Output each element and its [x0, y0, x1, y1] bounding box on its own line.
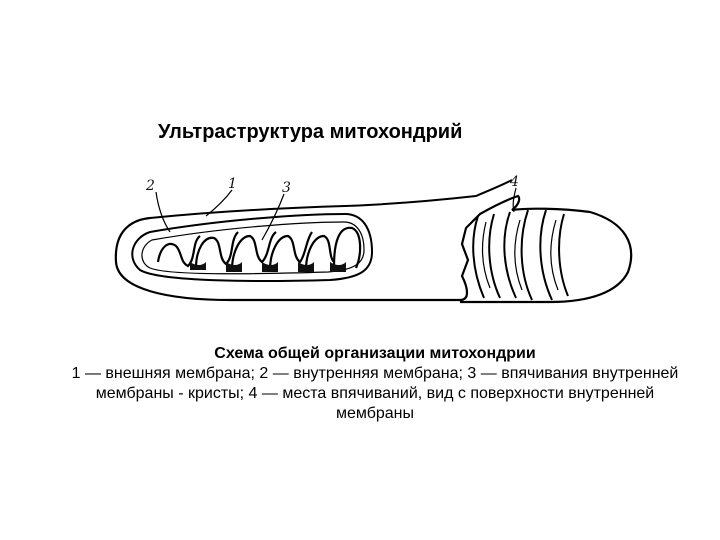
leader-lines: [155, 187, 517, 241]
caption-line-2: мембраны - кристы; 4 — места впячиваний,…: [95, 385, 655, 402]
label-4: 4: [509, 174, 519, 190]
label-1: 1: [228, 176, 237, 192]
label-3: 3: [282, 180, 291, 196]
caption-line-3: мембраны: [335, 405, 414, 422]
slide-title: Ультраструктура митохондрий: [158, 121, 463, 143]
caption-line-1: 1 — внешняя мембрана; 2 — внутренняя мем…: [71, 365, 679, 382]
inner-membrane: [131, 212, 374, 282]
outer-membrane-top: [149, 179, 513, 219]
caption-title: Схема общей организации митохондрии: [214, 345, 536, 362]
crista-junctions: [472, 209, 569, 301]
mitochondrion-diagram: 2 1 3 4: [0, 160, 720, 310]
label-2: 2: [145, 178, 155, 194]
cristae-shading: [190, 262, 346, 272]
figure-caption: Схема общей организации митохондрии 1 — …: [30, 344, 720, 424]
cristae: [156, 226, 362, 271]
